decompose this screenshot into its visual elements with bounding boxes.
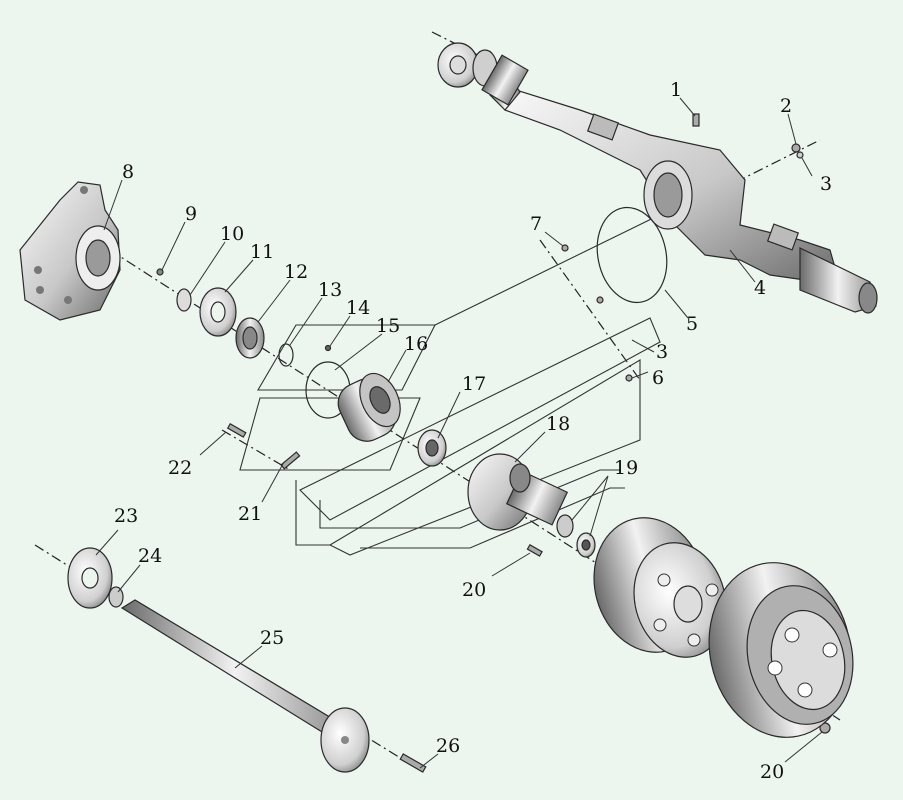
callout-9: 9 [185,203,197,225]
frame-left-edge [295,480,330,546]
callout-23: 23 [114,505,138,527]
callout-22: 22 [168,457,192,479]
washer-19 [556,514,574,538]
callout-16: 16 [404,333,428,355]
bolt-5-fix [596,296,604,304]
callout-25: 25 [260,627,284,649]
frame-to-housing [434,199,691,326]
drum-hole-3 [687,633,701,647]
bearing-16-bore [369,386,391,414]
drum-hole-1 [657,573,671,587]
housing-pad-right [766,223,800,251]
wheel-rim [708,562,854,738]
wheel-hub-18 [467,453,569,531]
bolt-1 [692,113,700,127]
nut-2 [791,143,801,153]
rim-hole-3 [797,682,813,698]
callout-14: 14 [346,297,370,319]
housing-bore-inner [653,172,683,218]
callout-13: 13 [318,279,342,301]
axis-studs [221,429,291,471]
spindle-end [858,282,878,314]
flange-23-bore [81,567,99,589]
callout-26: 26 [436,735,460,757]
bolt-20-hub [526,543,543,557]
stud-21 [280,451,301,470]
axis-seal-ring [539,239,641,381]
frame-13-16 [257,324,436,391]
callout-21: 21 [238,503,262,525]
bearing-17-bore [425,439,439,457]
gasket-ring-5 [596,206,668,304]
wheel-bolts [226,422,831,734]
ring-24 [108,586,124,608]
knuckle-hole-3 [64,296,72,304]
knuckle-hole-1 [34,266,42,274]
nut-19-hole [581,539,591,551]
callout-3-mid: 3 [656,341,668,363]
callout-20-rim: 20 [760,761,784,783]
stud-22 [226,422,247,438]
callout-17: 17 [462,373,486,395]
callout-6: 6 [652,367,664,389]
callout-24: 24 [138,545,162,567]
hub-bore [509,463,531,493]
bolt-26 [399,753,427,773]
callout-10: 10 [220,223,244,245]
knuckle-hole-4 [80,186,88,194]
callout-5: 5 [686,313,698,335]
seal-stack [156,268,265,359]
rim-hole-4 [767,660,783,676]
callout-labels: 1 2 3 4 5 3 6 7 8 9 10 11 12 13 14 15 16… [114,79,832,783]
callout-11: 11 [250,241,274,263]
pin-14 [324,344,332,352]
ring-10 [176,288,192,312]
washer-3 [796,151,804,159]
bolt-9 [156,268,164,276]
axle-housing [489,68,878,314]
callout-1: 1 [670,79,682,101]
callout-4: 4 [754,277,766,299]
rim-hole-2 [822,642,838,658]
flange-top-bore [449,55,467,75]
flange-top-hub [481,54,529,106]
seal-12-inner [242,326,258,350]
halfshaft-assembly [67,547,427,773]
drum-center [673,585,703,623]
washer-6 [625,374,633,382]
bearing-group [278,343,401,442]
knuckle-hole-2 [36,286,44,294]
housing-pad-left [586,113,620,141]
halfshaft-flange-center [341,736,349,744]
callout-15: 15 [376,315,400,337]
oring-13 [278,343,294,367]
callout-20-hub: 20 [462,579,486,601]
drum-hole-2 [705,583,719,597]
callout-18: 18 [546,413,570,435]
frame-long-b [328,359,641,556]
brake-drum [593,517,727,658]
nut-washer-19 [556,514,596,558]
callout-7: 7 [530,213,542,235]
knuckle-bore-inner [85,239,111,277]
rim-hole-1 [784,627,800,643]
halfshaft-25 [120,599,349,741]
callout-8: 8 [122,161,134,183]
callout-12: 12 [284,261,308,283]
drum-hole-4 [653,618,667,632]
callout-2: 2 [780,95,792,117]
bolt-7 [561,244,569,252]
callout-19: 19 [614,457,638,479]
knuckle-bracket-8 [19,181,121,321]
bearing-17 [417,429,447,467]
frame-step [319,469,620,529]
leader-lines [95,97,823,769]
callout-3-top: 3 [820,173,832,195]
washer-11-hole [210,301,226,323]
housing-flange-top [437,42,529,106]
